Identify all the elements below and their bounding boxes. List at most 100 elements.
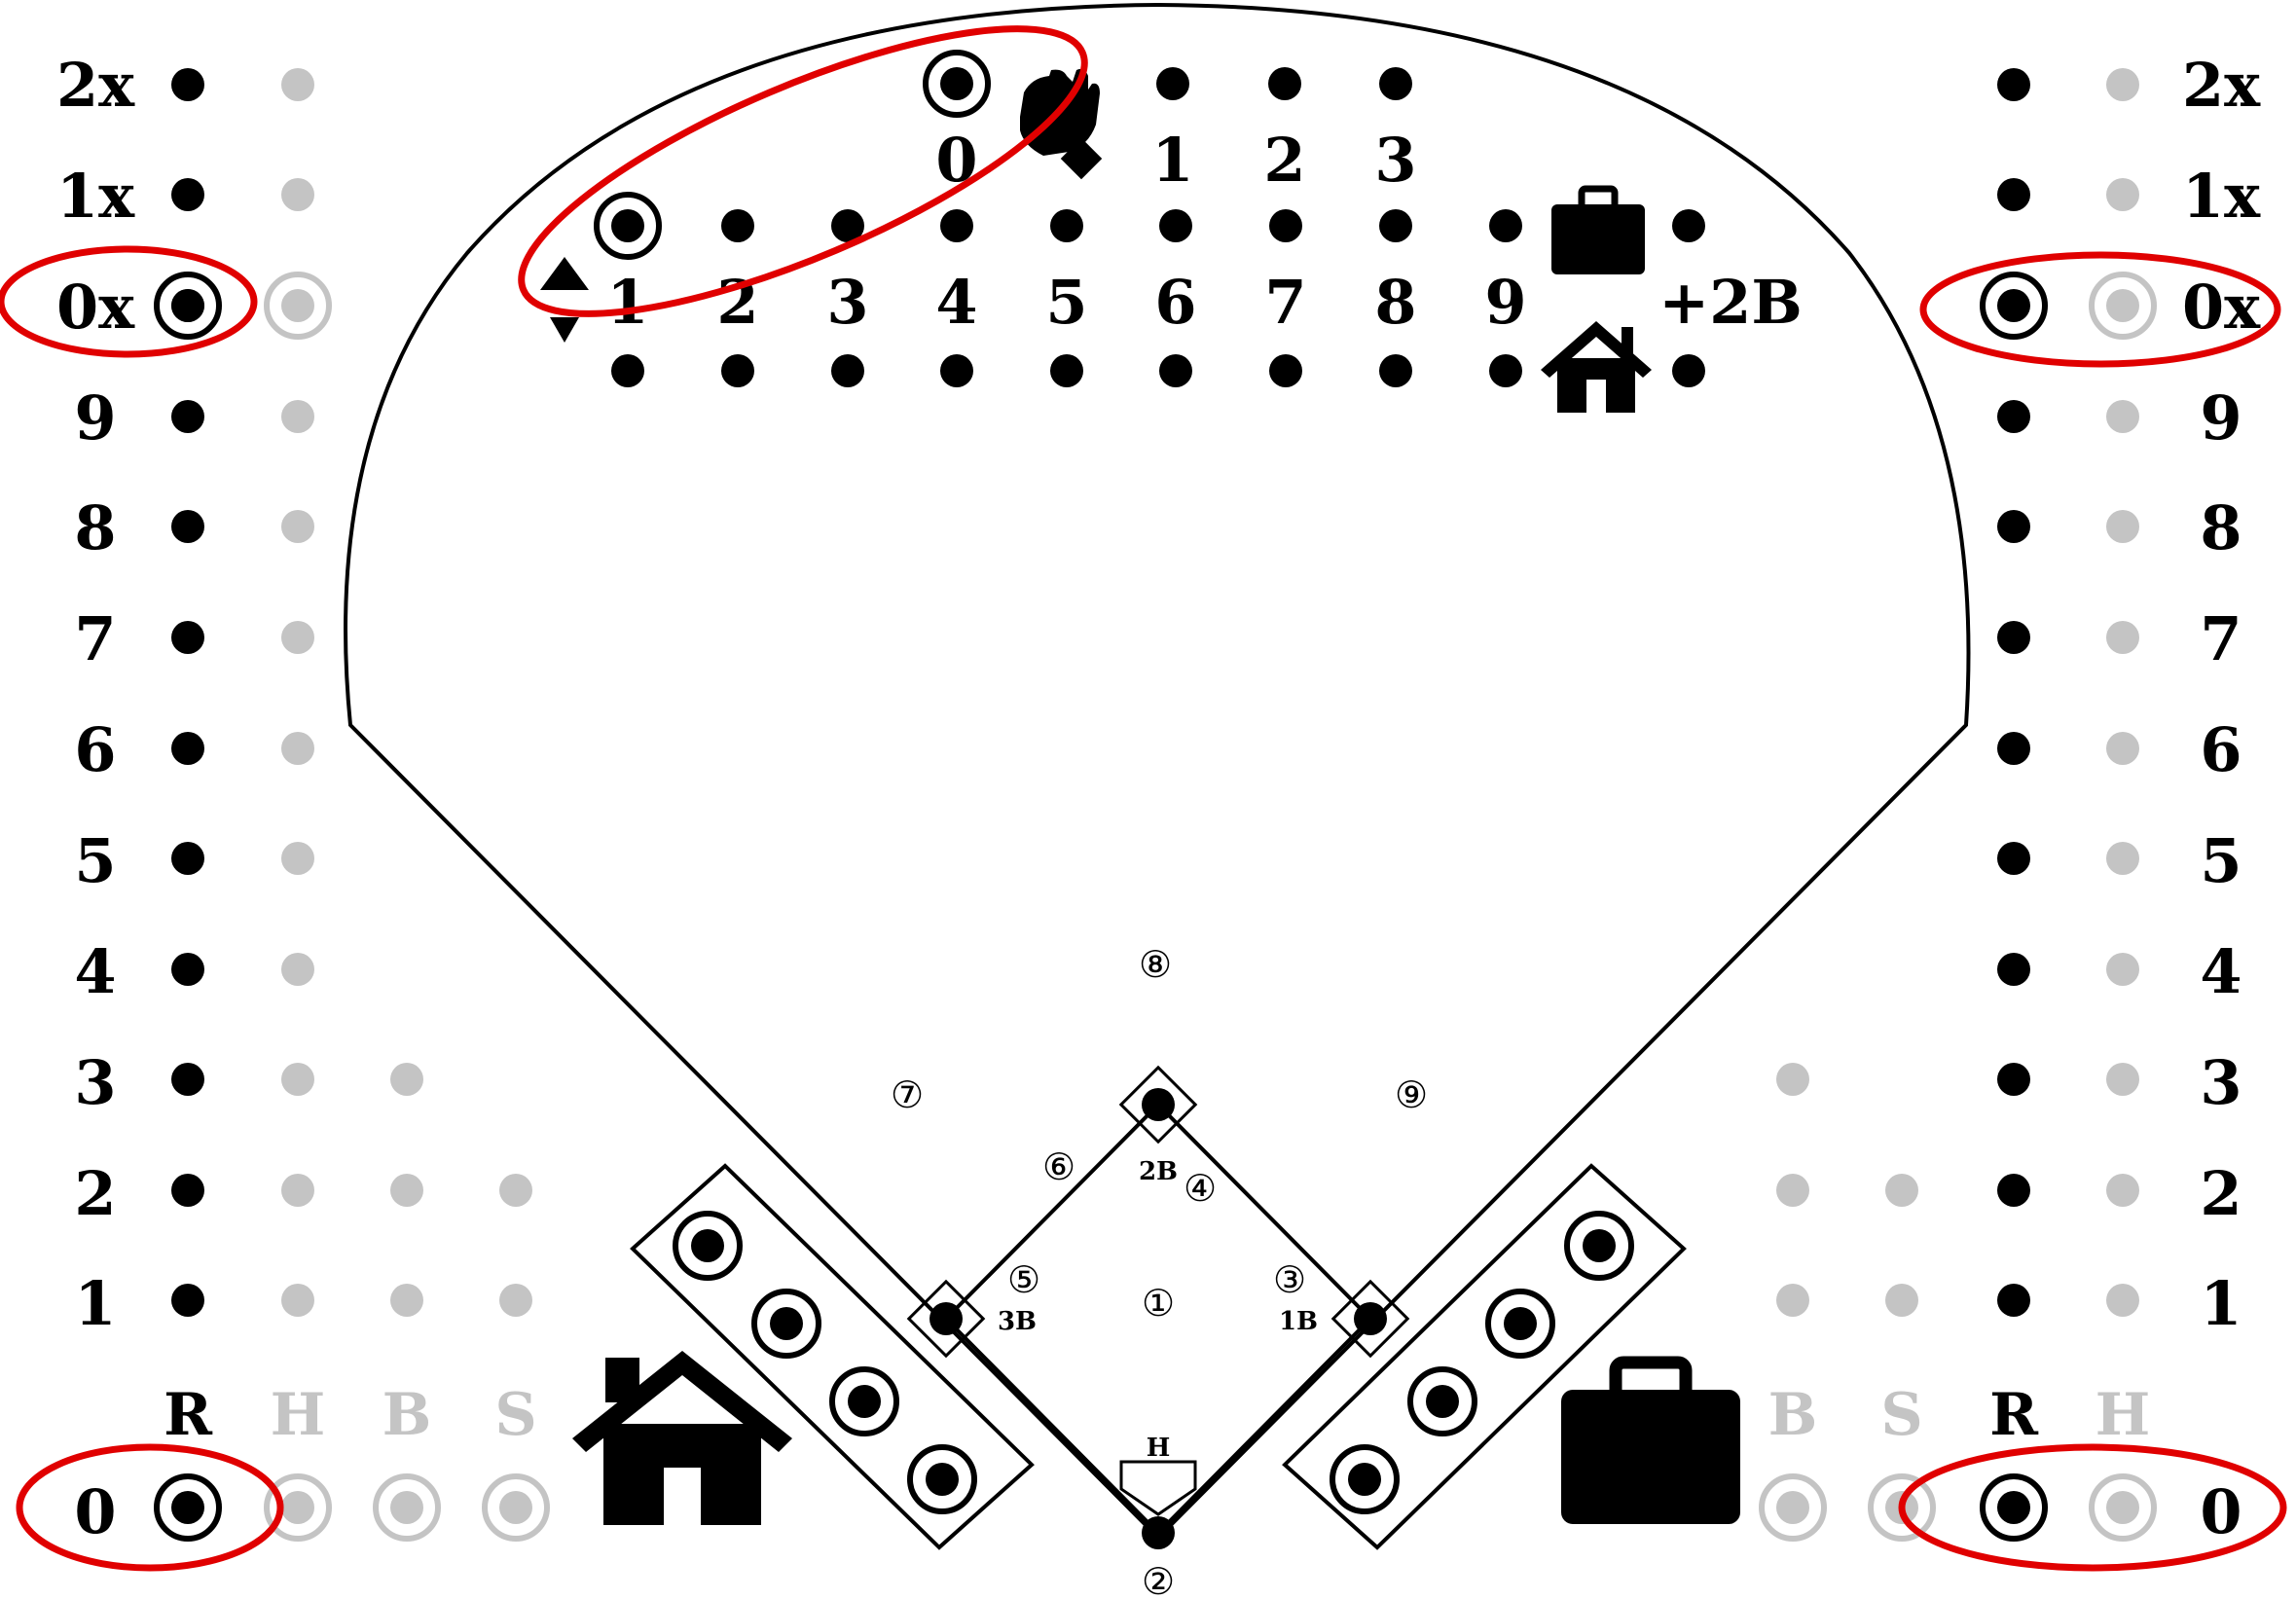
- inning-marker[interactable]: [594, 192, 662, 260]
- right-run-peg-4[interactable]: [1997, 953, 2030, 986]
- inning-top-peg-9[interactable]: [1489, 209, 1522, 242]
- right-hit-peg[interactable]: [2106, 732, 2139, 765]
- right-ball-peg[interactable]: [1776, 1174, 1809, 1207]
- right-zero-run-marker[interactable]: [1980, 1473, 2048, 1542]
- runner-second-peg[interactable]: [1142, 1088, 1175, 1121]
- inning-top-peg-6[interactable]: [1159, 209, 1192, 242]
- right-zero-ball-marker[interactable]: [1759, 1473, 1827, 1542]
- right-hit-peg[interactable]: [2106, 68, 2139, 101]
- left-hit-peg[interactable]: [281, 68, 314, 101]
- third-base[interactable]: [906, 1279, 986, 1359]
- left-run-peg-2x[interactable]: [171, 68, 204, 101]
- left-hit-peg[interactable]: [281, 1284, 314, 1317]
- left-zero-strike-marker[interactable]: [482, 1473, 550, 1542]
- outs-peg-1[interactable]: [1156, 67, 1189, 100]
- inning-bottom-peg-8[interactable]: [1379, 354, 1412, 387]
- inning-bottom-peg-extra[interactable]: [1672, 354, 1705, 387]
- first-base[interactable]: [1330, 1279, 1410, 1359]
- runner-third-peg[interactable]: [929, 1302, 963, 1335]
- left-run-peg-7[interactable]: [171, 621, 204, 654]
- right-hit-peg[interactable]: [2106, 178, 2139, 211]
- visitor-batter-slot[interactable]: [1485, 1289, 1555, 1359]
- left-strike-peg[interactable]: [499, 1284, 532, 1317]
- left-ball-peg[interactable]: [390, 1174, 423, 1207]
- left-zero-hit-marker[interactable]: [264, 1473, 332, 1542]
- left-run-peg-5[interactable]: [171, 842, 204, 875]
- left-hit-peg[interactable]: [281, 400, 314, 433]
- inning-top-peg-3[interactable]: [831, 209, 864, 242]
- visitor-batter-slot[interactable]: [1564, 1211, 1634, 1281]
- inning-top-peg-8[interactable]: [1379, 209, 1412, 242]
- visitor-batter-slot[interactable]: [1330, 1444, 1400, 1514]
- right-hit-peg[interactable]: [2106, 400, 2139, 433]
- home-batter-slot[interactable]: [751, 1289, 821, 1359]
- inning-bottom-peg-7[interactable]: [1269, 354, 1302, 387]
- outs-peg-3[interactable]: [1379, 67, 1412, 100]
- left-run-peg-1[interactable]: [171, 1284, 204, 1317]
- inning-bottom-peg-9[interactable]: [1489, 354, 1522, 387]
- left-run-peg-1x[interactable]: [171, 178, 204, 211]
- left-hit-peg[interactable]: [281, 953, 314, 986]
- left-hit-peg[interactable]: [281, 621, 314, 654]
- right-strike-peg[interactable]: [1885, 1284, 1918, 1317]
- left-hit-peg[interactable]: [281, 732, 314, 765]
- left-run-peg-8[interactable]: [171, 510, 204, 543]
- right-run-peg-1[interactable]: [1997, 1284, 2030, 1317]
- second-base[interactable]: [1118, 1065, 1198, 1145]
- inning-top-peg-2[interactable]: [721, 209, 754, 242]
- left-hit-peg[interactable]: [281, 178, 314, 211]
- right-run-marker[interactable]: [1980, 272, 2048, 340]
- left-run-marker[interactable]: [154, 272, 222, 340]
- right-run-peg-8[interactable]: [1997, 510, 2030, 543]
- right-hit-marker[interactable]: [2089, 272, 2157, 340]
- right-ball-peg[interactable]: [1776, 1063, 1809, 1096]
- inning-top-peg-extra[interactable]: [1672, 209, 1705, 242]
- inning-bottom-peg-2[interactable]: [721, 354, 754, 387]
- left-ball-peg[interactable]: [390, 1063, 423, 1096]
- inning-top-peg-5[interactable]: [1050, 209, 1083, 242]
- left-run-peg-9[interactable]: [171, 400, 204, 433]
- right-run-peg-6[interactable]: [1997, 732, 2030, 765]
- right-run-peg-5[interactable]: [1997, 842, 2030, 875]
- right-run-peg-7[interactable]: [1997, 621, 2030, 654]
- left-zero-run-marker[interactable]: [154, 1473, 222, 1542]
- inning-top-peg-4[interactable]: [940, 209, 973, 242]
- right-zero-hit-marker[interactable]: [2089, 1473, 2157, 1542]
- left-run-peg-4[interactable]: [171, 953, 204, 986]
- right-hit-peg[interactable]: [2106, 1174, 2139, 1207]
- home-batter-slot[interactable]: [829, 1366, 899, 1436]
- left-zero-ball-marker[interactable]: [373, 1473, 441, 1542]
- visitor-batter-slot[interactable]: [1407, 1366, 1477, 1436]
- inning-bottom-peg-3[interactable]: [831, 354, 864, 387]
- right-run-peg-9[interactable]: [1997, 400, 2030, 433]
- left-run-peg-3[interactable]: [171, 1063, 204, 1096]
- outs-marker[interactable]: [923, 50, 991, 118]
- inning-bottom-peg-6[interactable]: [1159, 354, 1192, 387]
- inning-bottom-peg-4[interactable]: [940, 354, 973, 387]
- right-hit-peg[interactable]: [2106, 1063, 2139, 1096]
- right-ball-peg[interactable]: [1776, 1284, 1809, 1317]
- left-hit-peg[interactable]: [281, 842, 314, 875]
- left-ball-peg[interactable]: [390, 1284, 423, 1317]
- right-hit-peg[interactable]: [2106, 1284, 2139, 1317]
- left-run-peg-2[interactable]: [171, 1174, 204, 1207]
- home-batter-slot[interactable]: [673, 1211, 743, 1281]
- inning-top-peg-7[interactable]: [1269, 209, 1302, 242]
- right-run-peg-3[interactable]: [1997, 1063, 2030, 1096]
- left-hit-marker[interactable]: [264, 272, 332, 340]
- home-plate[interactable]: [1119, 1460, 1197, 1516]
- inning-bottom-peg-1[interactable]: [611, 354, 644, 387]
- right-strike-peg[interactable]: [1885, 1174, 1918, 1207]
- runner-first-peg[interactable]: [1354, 1302, 1387, 1335]
- left-hit-peg[interactable]: [281, 1174, 314, 1207]
- home-batter-slot[interactable]: [907, 1444, 977, 1514]
- right-hit-peg[interactable]: [2106, 842, 2139, 875]
- right-run-peg-2[interactable]: [1997, 1174, 2030, 1207]
- left-hit-peg[interactable]: [281, 1063, 314, 1096]
- left-hit-peg[interactable]: [281, 510, 314, 543]
- batter-peg[interactable]: [1142, 1516, 1175, 1549]
- right-hit-peg[interactable]: [2106, 953, 2139, 986]
- inning-bottom-peg-5[interactable]: [1050, 354, 1083, 387]
- left-strike-peg[interactable]: [499, 1174, 532, 1207]
- left-run-peg-6[interactable]: [171, 732, 204, 765]
